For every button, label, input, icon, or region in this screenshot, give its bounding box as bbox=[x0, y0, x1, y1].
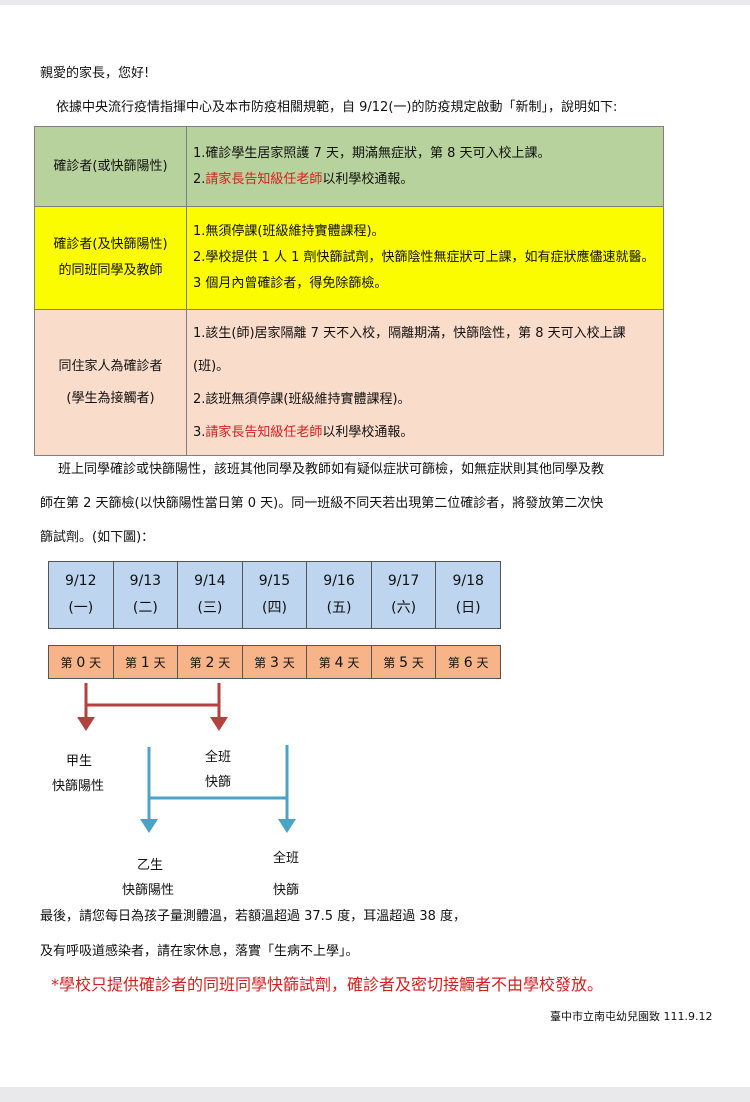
calendar-date-cell: 9/18 (日) bbox=[435, 561, 501, 629]
calendar-date-cell: 9/16 (五) bbox=[306, 561, 372, 629]
class-test-status-2: 快篩 bbox=[273, 883, 300, 898]
calendar-date-cell: 9/17 (六) bbox=[370, 561, 437, 629]
day-number: 1 bbox=[140, 654, 150, 671]
class-test-label: 全班 bbox=[205, 750, 232, 765]
calendar-weekday: (六) bbox=[391, 600, 417, 616]
closing-line: 及有呼吸道感染者，請在家休息，落實「生病不上學」。 bbox=[40, 944, 359, 959]
row-label: 確診者(或快篩陽性) bbox=[34, 126, 187, 207]
red-highlight: 請家長告知級任老師 bbox=[205, 424, 323, 440]
student-a-label: 甲生 bbox=[66, 754, 93, 769]
calendar-date: 9/16 bbox=[323, 573, 355, 589]
row-content: 1.無須停課(班級維持實體課程)。 2.學校提供 1 人 1 劑快篩試劑，快篩陰… bbox=[186, 206, 664, 310]
calendar-weekday: (五) bbox=[326, 600, 352, 616]
calendar-day-count: 第 0 天第 1 天第 2 天第 3 天第 4 天第 5 天第 6 天 bbox=[48, 645, 501, 679]
closing-line: 最後，請您每日為孩子量測體溫，若額溫超過 37.5 度，耳溫超過 38 度， bbox=[40, 909, 467, 924]
class-test-label-2: 全班 bbox=[273, 851, 300, 866]
red-arrowhead-left bbox=[77, 717, 95, 731]
red-highlight: 請家長告知級任老師 bbox=[205, 171, 323, 187]
class-test-status: 快篩 bbox=[205, 775, 232, 790]
day-number: 3 bbox=[270, 654, 279, 671]
row-content: 1.確診學生居家照護 7 天，期滿無症狀，第 8 天可入校上課。 2.請家長告知… bbox=[186, 126, 664, 207]
paragraph-line: 篩試劑。(如下圖)： bbox=[40, 530, 155, 545]
greeting: 親愛的家長，您好! bbox=[40, 66, 150, 81]
day-count-cell: 第 6 天 bbox=[435, 645, 501, 679]
paragraph-line: 班上同學確診或快篩陽性，該班其他同學及教師如有疑似症狀可篩檢，如無症狀則其他同學… bbox=[58, 462, 605, 477]
calendar-date: 9/18 bbox=[452, 573, 484, 589]
policy-table: 確診者(或快篩陽性) 1.確診學生居家照護 7 天，期滿無症狀，第 8 天可入校… bbox=[34, 126, 664, 456]
day-count-cell: 第 3 天 bbox=[241, 645, 308, 679]
paragraph-line: 師在第 2 天篩檢(以快篩陽性當日第 0 天)。同一班級不同天若出現第二位確診者… bbox=[40, 496, 604, 511]
calendar-date: 9/12 bbox=[65, 573, 97, 589]
day-number: 4 bbox=[334, 654, 344, 671]
signature: 臺中市立南屯幼兒園致 111.9.12 bbox=[550, 1010, 713, 1023]
blue-arrowhead-left bbox=[140, 819, 158, 833]
blue-arrow bbox=[140, 745, 296, 833]
calendar-weekday: (一) bbox=[68, 600, 94, 616]
student-a-status: 快篩陽性 bbox=[52, 779, 105, 794]
calendar-dates: 9/12 (一) 9/13 (二) 9/14 (三) 9/15 (四) 9/16 (五) 9/17 (… bbox=[48, 561, 501, 629]
calendar-weekday: (三) bbox=[197, 600, 223, 616]
day-number: 0 bbox=[76, 654, 86, 671]
calendar-date: 9/15 bbox=[258, 573, 291, 589]
calendar-date: 9/17 bbox=[387, 573, 420, 589]
calendar-date-cell: 9/12 (一) bbox=[48, 561, 114, 629]
row-content: 1.該生(師)居家隔離 7 天不入校，隔離期滿，快篩陰性，第 8 天可入校上課(… bbox=[186, 309, 664, 456]
student-b-label: 乙生 bbox=[137, 858, 164, 873]
table-row-household: 同住家人為確診者 (學生為接觸者) 1.該生(師)居家隔離 7 天不入校，隔離期… bbox=[34, 309, 664, 456]
day-number: 6 bbox=[463, 654, 473, 671]
day-count-cell: 第 4 天 bbox=[306, 645, 372, 679]
calendar-date: 9/13 bbox=[129, 573, 162, 589]
calendar-date-cell: 9/13 (二) bbox=[112, 561, 179, 629]
timeline-arrows bbox=[77, 683, 296, 833]
calendar-weekday: (日) bbox=[455, 600, 481, 616]
red-arrow bbox=[77, 683, 228, 731]
notice: *學校只提供確診者的同班同學快篩試劑，確診者及密切接觸者不由學校發放。 bbox=[51, 975, 604, 994]
day-number: 5 bbox=[399, 654, 409, 671]
calendar-weekday: (二) bbox=[132, 600, 158, 616]
student-b-status: 快篩陽性 bbox=[122, 883, 175, 898]
intro-paragraph: 依據中央流行疫情指揮中心及本市防疫相關規範，自 9/12(一)的防疫規定啟動「新… bbox=[56, 100, 618, 115]
day-count-cell: 第 2 天 bbox=[177, 645, 243, 679]
calendar-date: 9/14 bbox=[194, 573, 226, 589]
day-count-cell: 第 1 天 bbox=[112, 645, 179, 679]
table-row-confirmed: 確診者(或快篩陽性) 1.確診學生居家照護 7 天，期滿無症狀，第 8 天可入校… bbox=[34, 126, 664, 207]
calendar-weekday: (四) bbox=[262, 600, 287, 616]
table-row-classmates: 確診者(及快篩陽性) 的同班同學及教師 1.無須停課(班級維持實體課程)。 2.… bbox=[34, 206, 664, 310]
row-label: 確診者(及快篩陽性) 的同班同學及教師 bbox=[34, 206, 187, 310]
blue-arrowhead-right bbox=[278, 819, 296, 833]
calendar-date-cell: 9/14 (三) bbox=[177, 561, 243, 629]
day-count-cell: 第 5 天 bbox=[370, 645, 437, 679]
calendar-date-cell: 9/15 (四) bbox=[241, 561, 308, 629]
day-number: 2 bbox=[205, 654, 215, 671]
red-arrowhead-right bbox=[210, 717, 228, 731]
row-label: 同住家人為確診者 (學生為接觸者) bbox=[34, 309, 187, 456]
document-page: 親愛的家長，您好! 依據中央流行疫情指揮中心及本市防疫相關規範，自 9/12(一… bbox=[0, 5, 750, 1087]
day-count-cell: 第 0 天 bbox=[48, 645, 114, 679]
